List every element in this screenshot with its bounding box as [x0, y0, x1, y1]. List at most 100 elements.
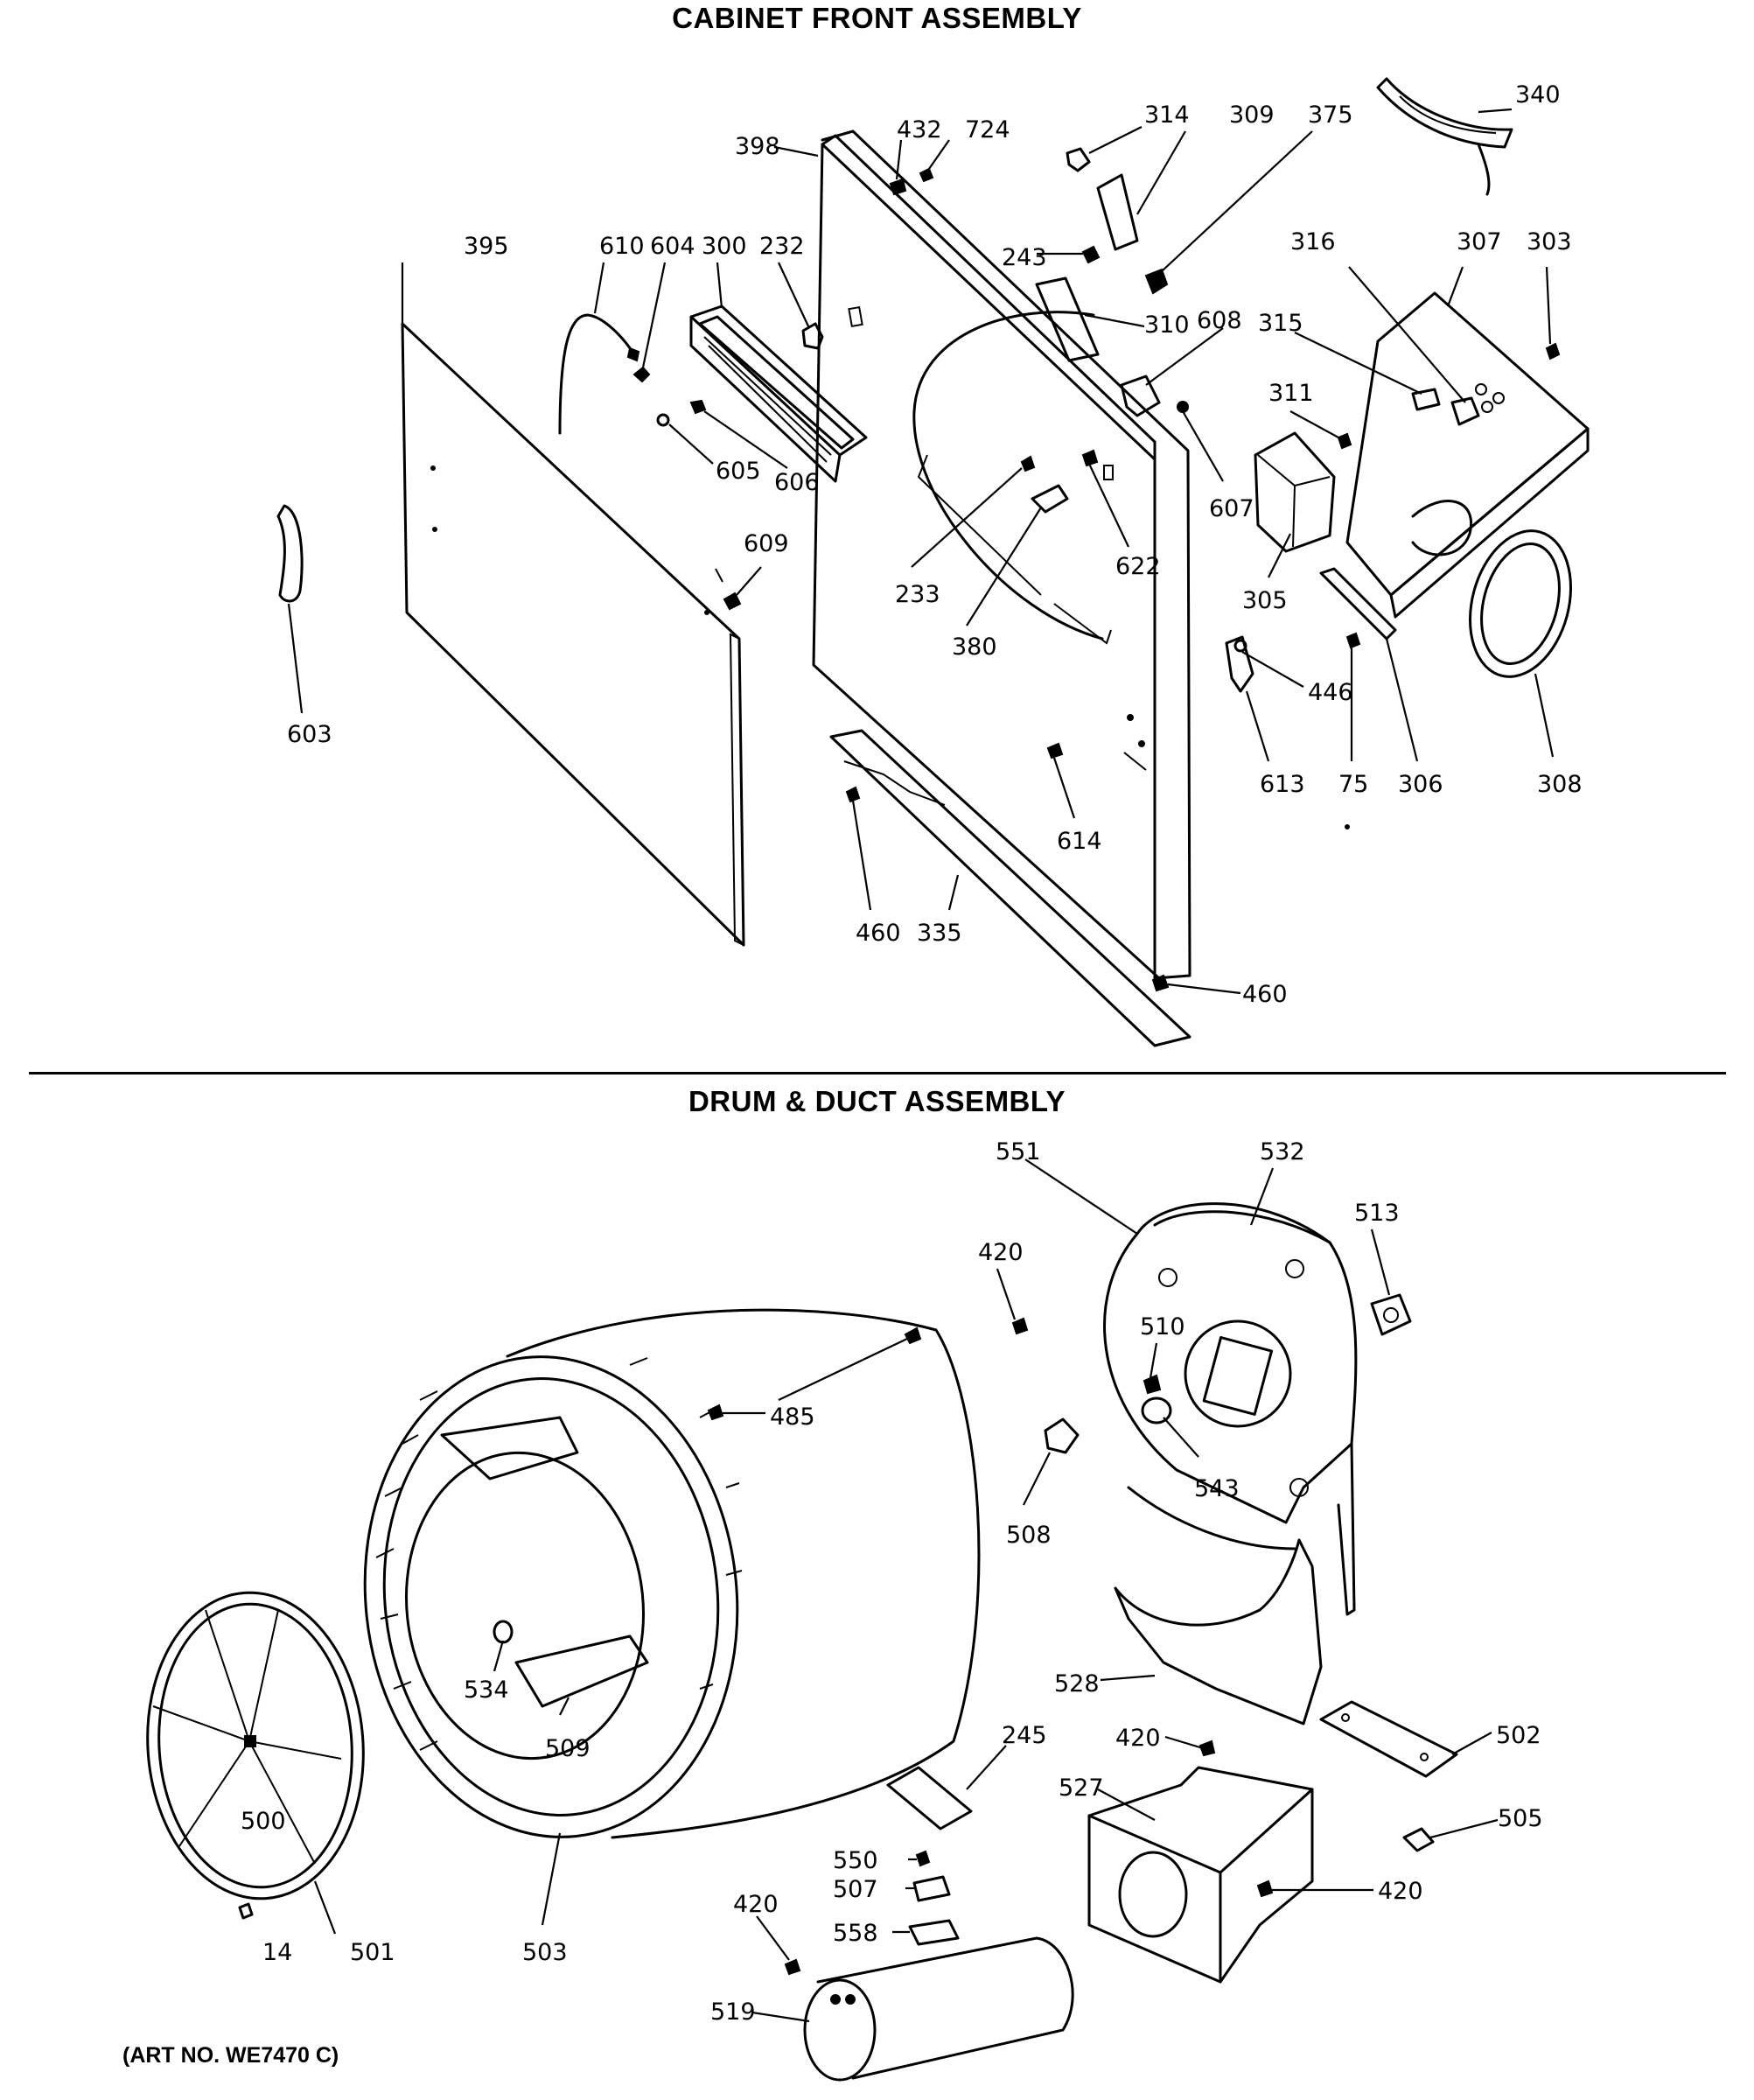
- callout-485: 485: [770, 1404, 815, 1431]
- cabinet-front-assembly-title: CABINET FRONT ASSEMBLY: [672, 2, 1082, 34]
- callout-314: 314: [1144, 102, 1190, 129]
- art-number: (ART NO. WE7470 C): [122, 2043, 339, 2068]
- callout-724: 724: [965, 116, 1010, 144]
- part-395-door-panel: [401, 322, 745, 947]
- callout-380: 380: [952, 634, 997, 661]
- callout-306: 306: [1398, 771, 1443, 798]
- callout-528: 528: [1054, 1670, 1100, 1698]
- callout-614: 614: [1057, 828, 1102, 855]
- callout-532: 532: [1260, 1138, 1305, 1166]
- part-420-screw-c: [1256, 1880, 1274, 1898]
- part-610-connector: [626, 346, 640, 362]
- part-14-clip: [238, 1902, 254, 1920]
- callout-75: 75: [1338, 771, 1368, 798]
- callout-311: 311: [1268, 380, 1314, 407]
- callout-510: 510: [1140, 1313, 1185, 1340]
- callout-460b: 460: [1242, 981, 1288, 1008]
- callout-375: 375: [1308, 102, 1353, 129]
- callout-550: 550: [833, 1847, 878, 1874]
- part-603-handle: [276, 504, 304, 603]
- callout-503: 503: [522, 1939, 568, 1966]
- part-532-rear-bulkhead: [1103, 1202, 1358, 1616]
- callout-308: 308: [1537, 771, 1583, 798]
- callout-398: 398: [735, 133, 780, 160]
- part-608-door-switch: [1120, 374, 1161, 417]
- callout-420d: 420: [733, 1891, 779, 1918]
- part-306-bracket: [1319, 567, 1397, 640]
- part-519-heater: [803, 1936, 1074, 2082]
- callout-243: 243: [1002, 244, 1047, 271]
- part-315-fuse: [1411, 388, 1441, 411]
- part-380-bearing: [1031, 484, 1069, 514]
- callout-395: 395: [464, 233, 509, 260]
- callout-513: 513: [1354, 1200, 1400, 1227]
- part-420-screw-a: [1011, 1317, 1029, 1335]
- callout-558: 558: [833, 1920, 878, 1947]
- callout-507: 507: [833, 1876, 878, 1903]
- part-460-screw-b: [1151, 974, 1170, 992]
- part-613-hinge: [1225, 635, 1254, 693]
- part-505-thermostat: [1402, 1827, 1435, 1852]
- callout-610: 610: [599, 233, 645, 260]
- part-420-screw-d: [784, 1958, 801, 1976]
- callout-303: 303: [1527, 228, 1572, 256]
- callout-502: 502: [1496, 1722, 1541, 1749]
- part-316-thermostat: [1450, 396, 1480, 426]
- part-513-bracket: [1370, 1293, 1412, 1336]
- part-527-heater-duct: [1087, 1766, 1314, 1984]
- part-305-cover: [1254, 431, 1336, 553]
- callout-534: 534: [464, 1676, 509, 1704]
- part-485-slide-a: [904, 1326, 922, 1345]
- leader-lines: [287, 108, 1555, 2023]
- part-75-screw: [1345, 632, 1361, 649]
- callout-613: 613: [1260, 771, 1305, 798]
- part-485-slide-b: [707, 1404, 724, 1421]
- part-310-label: [1035, 276, 1100, 362]
- part-609-bolt: [715, 568, 723, 583]
- callout-232: 232: [759, 233, 805, 260]
- part-614-screw: [1046, 742, 1064, 760]
- callout-519: 519: [710, 1998, 756, 2026]
- callout-501: 501: [350, 1939, 395, 1966]
- callout-309: 309: [1229, 102, 1275, 129]
- callout-604: 604: [650, 233, 695, 260]
- part-622-screw: [1081, 449, 1099, 467]
- part-335-toe-panel: [829, 729, 1191, 1047]
- callout-14: 14: [262, 1939, 292, 1966]
- part-375-thermostat: [1144, 268, 1169, 295]
- part-502-bracket: [1319, 1700, 1458, 1778]
- part-245-plate: [886, 1766, 973, 1830]
- callout-316: 316: [1290, 228, 1336, 256]
- part-558-bracket: [908, 1919, 960, 1946]
- callout-305: 305: [1242, 587, 1288, 614]
- callout-603: 603: [287, 721, 332, 748]
- callout-432: 432: [897, 116, 942, 144]
- callout-315: 315: [1258, 310, 1303, 337]
- part-446-washer: [1233, 639, 1247, 653]
- callout-606: 606: [774, 469, 820, 496]
- callout-420c: 420: [1378, 1878, 1423, 1905]
- part-507-thermostat: [912, 1875, 951, 1902]
- callout-527: 527: [1059, 1774, 1104, 1802]
- callout-505: 505: [1498, 1805, 1543, 1832]
- callout-420b: 420: [1115, 1725, 1161, 1752]
- callout-609: 609: [744, 530, 789, 557]
- callout-605: 605: [716, 458, 761, 485]
- callout-500: 500: [241, 1808, 286, 1835]
- part-510-screw: [1143, 1374, 1162, 1395]
- part-503-drum: [363, 1308, 981, 1839]
- part-340-hood: [1376, 77, 1513, 196]
- callout-233: 233: [895, 581, 940, 608]
- callout-307: 307: [1457, 228, 1502, 256]
- part-460-screw-a: [845, 786, 861, 803]
- part-500-filter-grill: [244, 1735, 256, 1747]
- part-243-screw: [1081, 245, 1101, 264]
- part-508-idler: [1044, 1418, 1080, 1454]
- part-550-screw: [915, 1850, 931, 1867]
- callout-551: 551: [996, 1138, 1041, 1166]
- part-604-screw: [632, 366, 651, 383]
- part-398-front-panel: [812, 130, 1191, 980]
- part-432-clip: [889, 178, 907, 196]
- part-501-front-seal-ring: [146, 1591, 365, 1900]
